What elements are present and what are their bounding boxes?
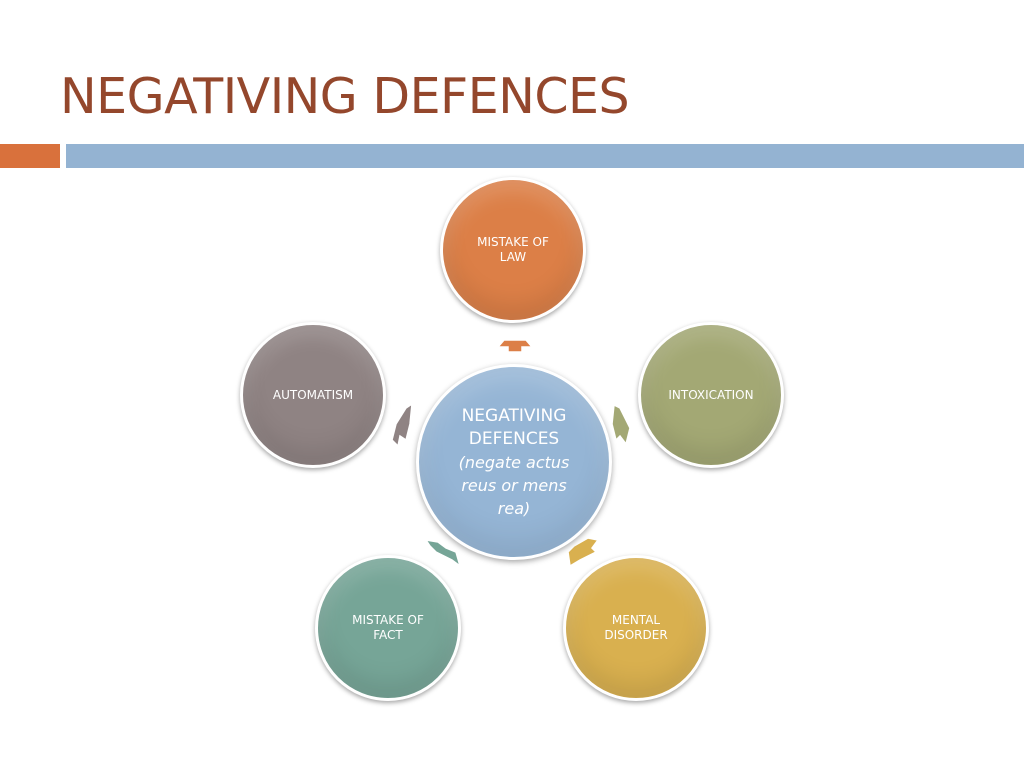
node-automatism: AUTOMATISM <box>240 322 386 468</box>
accent-bar <box>0 144 60 168</box>
arrow-to-mistake-of-law <box>496 339 534 353</box>
node-mental-disorder: MENTAL DISORDER <box>563 555 709 701</box>
node-label-mistake-of-fact: MISTAKE OF FACT <box>352 613 424 642</box>
arrow-to-mental-disorder <box>567 537 600 568</box>
slide-title: NEGATIVING DEFENCES <box>60 68 630 125</box>
header-bar <box>66 144 1024 168</box>
node-label-automatism: AUTOMATISM <box>272 387 354 402</box>
center-node: NEGATIVING DEFENCES (negate actus reus o… <box>416 364 612 560</box>
center-node-title: NEGATIVING DEFENCES <box>461 405 567 449</box>
node-label-mistake-of-law: MISTAKE OF LAW <box>477 235 549 264</box>
node-mistake-of-fact: MISTAKE OF FACT <box>315 555 461 701</box>
node-label-mental-disorder: MENTAL DISORDER <box>604 613 668 642</box>
node-mistake-of-law: MISTAKE OF LAW <box>440 177 586 323</box>
node-intoxication: INTOXICATION <box>638 322 784 468</box>
node-label-intoxication: INTOXICATION <box>668 387 754 402</box>
arrow-to-mistake-of-fact <box>424 538 462 568</box>
arrow-to-automatism <box>391 402 413 448</box>
center-node-subtitle: (negate actus reus or mens rea) <box>458 452 570 518</box>
arrow-to-intoxication <box>611 403 631 446</box>
